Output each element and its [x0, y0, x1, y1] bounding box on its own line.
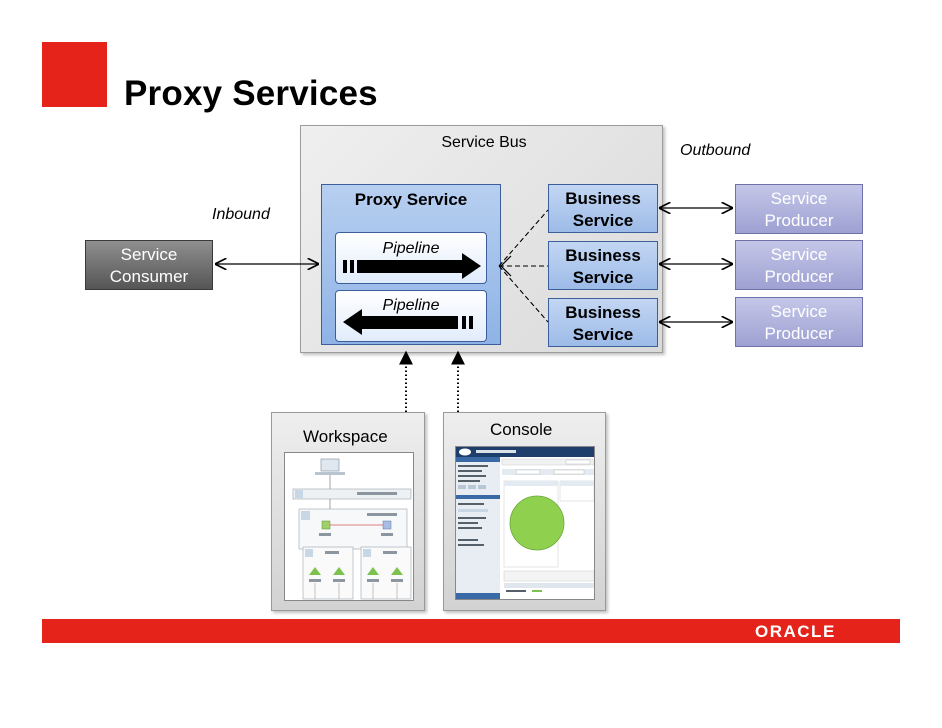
service-producer-1: Service Producer: [735, 184, 863, 234]
request-flow-arrow: [343, 253, 481, 279]
business-service-1: Business Service: [548, 184, 658, 233]
pipeline-request-label: Pipeline: [382, 240, 440, 257]
business-service-3: Business Service: [548, 298, 658, 347]
service-producer-line2: Producer: [764, 324, 834, 343]
brand-square: [42, 42, 107, 107]
service-producer-line1: Service: [770, 189, 828, 208]
workspace-label: Workspace: [303, 427, 388, 446]
service-producer-line2: Producer: [764, 267, 834, 286]
outbound-label: Outbound: [680, 142, 751, 159]
slide-title: Proxy Services: [124, 74, 378, 113]
proxy-service-label: Proxy Service: [354, 190, 468, 209]
route-arrowhead: [500, 255, 512, 277]
console-health-pie: [509, 495, 565, 551]
business-service-2: Business Service: [548, 241, 658, 290]
service-producer-3: Service Producer: [735, 297, 863, 347]
workspace-thumbnail-image: [292, 458, 412, 600]
workspace-screenshot: [284, 452, 414, 601]
service-producer-line1: Service: [770, 245, 828, 264]
business-service-line1: Business: [565, 246, 641, 265]
pipeline-response-label: Pipeline: [382, 297, 440, 314]
service-consumer-line1: Service: [120, 245, 178, 264]
console-thumbnail-image: [456, 447, 594, 599]
footer-bar: [42, 619, 900, 643]
route-dash-3: [498, 265, 549, 323]
business-service-line1: Business: [565, 189, 641, 208]
service-consumer: Service Consumer: [85, 240, 213, 290]
console-label: Console: [490, 420, 553, 439]
inbound-label: Inbound: [212, 206, 270, 223]
oracle-logo: ORACLE: [755, 622, 836, 641]
business-service-line2: Service: [572, 325, 634, 344]
service-producer-2: Service Producer: [735, 240, 863, 290]
business-service-line2: Service: [572, 268, 634, 287]
service-producer-line2: Producer: [764, 211, 834, 230]
service-consumer-line2: Consumer: [109, 267, 189, 286]
route-dash-1: [498, 209, 549, 267]
service-producer-line1: Service: [770, 302, 828, 321]
business-service-line1: Business: [565, 303, 641, 322]
business-service-line2: Service: [572, 211, 634, 230]
response-flow-arrow: [343, 309, 473, 335]
pipeline-request: [335, 232, 487, 284]
service-bus-label: Service Bus: [441, 134, 527, 151]
console-screenshot: [455, 446, 595, 600]
